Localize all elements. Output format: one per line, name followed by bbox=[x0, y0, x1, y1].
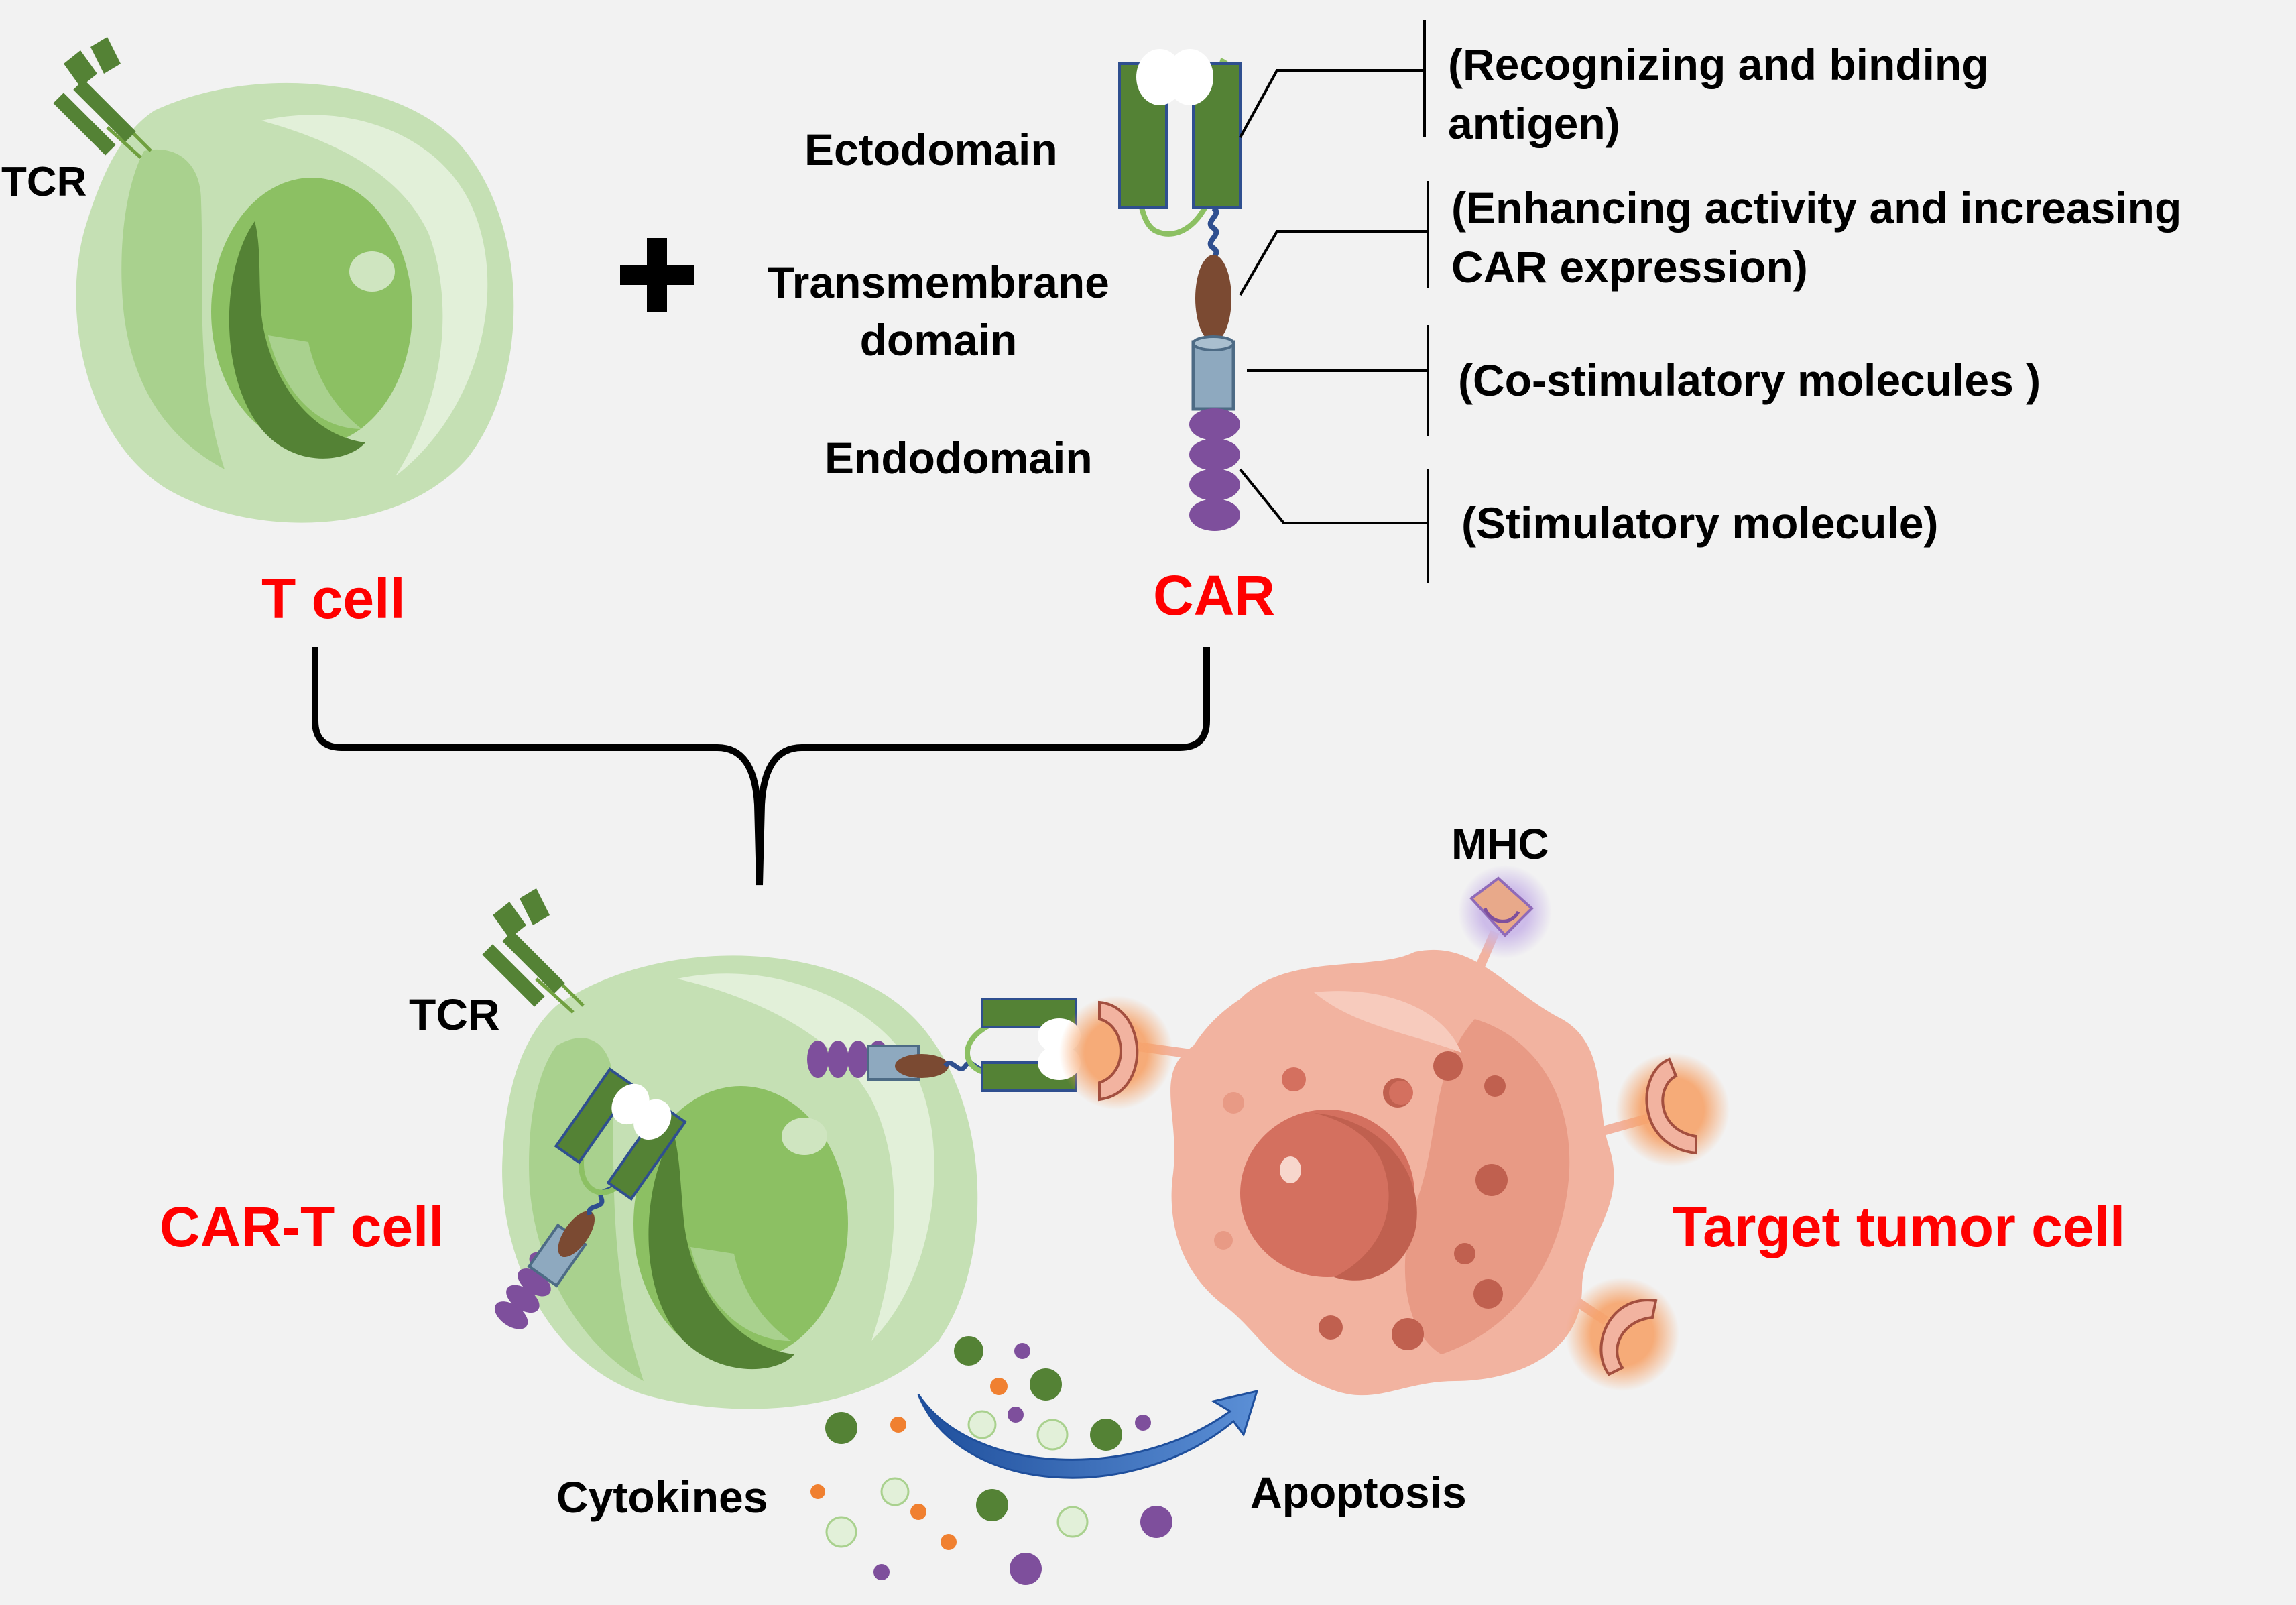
stim-domain-2 bbox=[1189, 438, 1240, 471]
transmembrane-label: Transmembrane domain bbox=[768, 253, 1109, 369]
target-tumor-cell-label: Target tumor cell bbox=[1673, 1195, 2126, 1258]
apoptosis-arrow bbox=[917, 1389, 1259, 1479]
mhc-label: MHC bbox=[1451, 820, 1549, 868]
costim-note: (Co-stimulatory molecules ) bbox=[1458, 355, 2041, 405]
tcr-receptor-top bbox=[53, 37, 152, 159]
tm-note-line2: CAR expression) bbox=[1451, 242, 1808, 292]
stim-domain-3 bbox=[1189, 469, 1240, 501]
tcr-label-top: TCR bbox=[1, 159, 87, 205]
transmembrane-label-line1: Transmembrane bbox=[768, 257, 1109, 307]
mhc-molecule bbox=[1458, 865, 1552, 959]
ecto-note: (Recognizing and binding antigen) bbox=[1448, 35, 1989, 153]
annotation-connectors bbox=[1239, 20, 1429, 583]
ectodomain-label: Ectodomain bbox=[804, 125, 1058, 174]
cytokine-particles bbox=[810, 1336, 1172, 1585]
transmembrane-domain bbox=[1195, 255, 1231, 342]
cytokines-label: Cytokines bbox=[556, 1472, 768, 1522]
combine-brace bbox=[312, 647, 1210, 886]
tumor-nucleus bbox=[1240, 1110, 1414, 1277]
car-label: CAR bbox=[1153, 564, 1275, 627]
apoptosis-label: Apoptosis bbox=[1250, 1468, 1467, 1517]
tcr-label-bottom: TCR bbox=[409, 990, 500, 1039]
stim-domain-4 bbox=[1189, 499, 1240, 531]
costim-domain bbox=[1191, 340, 1235, 411]
car-structure bbox=[1118, 49, 1242, 531]
plus-sign bbox=[620, 238, 694, 312]
stim-domain-1 bbox=[1189, 408, 1240, 440]
t-cell-top bbox=[76, 82, 514, 523]
car-t-cell bbox=[502, 955, 978, 1409]
t-cell-label: T cell bbox=[261, 567, 406, 630]
tcr-receptor-bottom bbox=[482, 888, 585, 1014]
endodomain-label: Endodomain bbox=[825, 433, 1093, 483]
car-t-cell-label: CAR-T cell bbox=[160, 1195, 444, 1258]
tm-note: (Enhancing activity and increasing CAR e… bbox=[1451, 178, 2181, 296]
car-receptor-left bbox=[494, 1067, 687, 1329]
ecto-note-line2: antigen) bbox=[1448, 99, 1620, 148]
tumor-antigens bbox=[1059, 996, 1730, 1391]
tm-note-line1: (Enhancing activity and increasing bbox=[1451, 183, 2182, 233]
transmembrane-label-line2: domain bbox=[859, 315, 1018, 365]
stim-note: (Stimulatory molecule) bbox=[1461, 498, 1939, 548]
ecto-note-line1: (Recognizing and binding bbox=[1448, 40, 1989, 89]
